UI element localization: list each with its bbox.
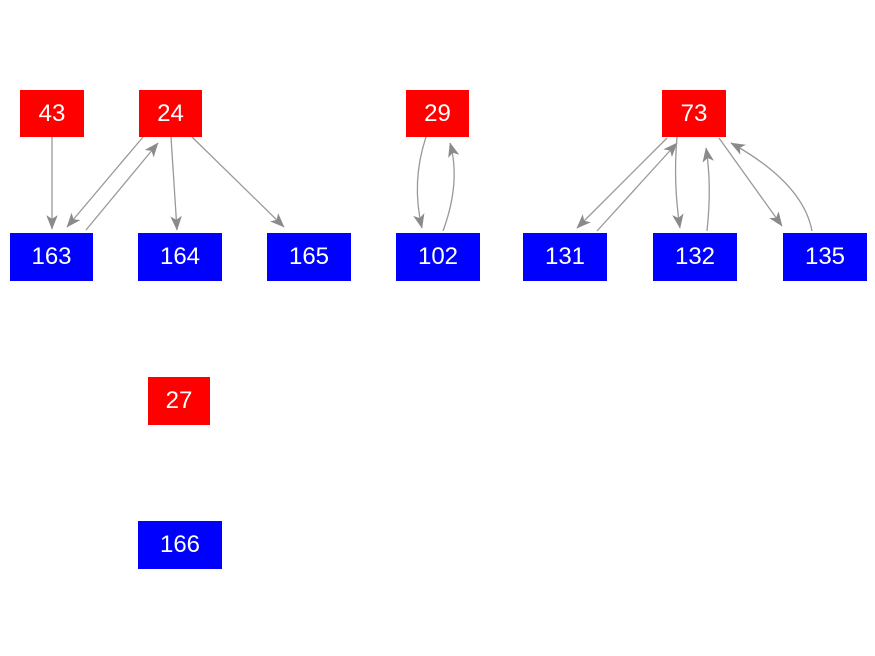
node-label: 24 xyxy=(157,99,184,127)
edge-24-163 xyxy=(66,136,144,228)
node-label: 29 xyxy=(424,99,451,127)
edge-24-164 xyxy=(170,136,182,231)
edge-132-73 xyxy=(702,147,714,232)
node-label: 131 xyxy=(544,243,586,270)
edge-163-24 xyxy=(85,142,159,231)
node-label: 43 xyxy=(38,99,66,127)
node-166[interactable]: 166 xyxy=(138,521,222,569)
edge-24-165 xyxy=(191,136,285,228)
node-165[interactable]: 165 xyxy=(267,233,351,281)
node-label: 102 xyxy=(417,243,459,270)
node-73[interactable]: 73 xyxy=(662,90,726,137)
node-label: 132 xyxy=(674,243,716,270)
edge-73-132 xyxy=(672,136,684,229)
node-164[interactable]: 164 xyxy=(138,233,222,281)
node-label: 166 xyxy=(159,531,201,558)
node-label: 73 xyxy=(680,99,708,127)
node-27[interactable]: 27 xyxy=(148,377,210,425)
node-102[interactable]: 102 xyxy=(396,233,480,281)
node-43[interactable]: 43 xyxy=(20,90,84,137)
node-135[interactable]: 135 xyxy=(783,233,867,281)
node-label: 165 xyxy=(288,243,330,270)
node-131[interactable]: 131 xyxy=(523,233,607,281)
edge-73-135 xyxy=(718,137,783,227)
edge-131-73 xyxy=(596,142,678,232)
node-163[interactable]: 163 xyxy=(10,233,93,281)
node-29[interactable]: 29 xyxy=(406,90,469,137)
edge-102-29 xyxy=(442,142,460,232)
node-label: 135 xyxy=(804,243,846,270)
edge-group xyxy=(46,136,813,232)
node-label: 164 xyxy=(159,243,201,270)
node-label: 27 xyxy=(165,387,193,414)
node-132[interactable]: 132 xyxy=(653,233,737,281)
edge-29-102 xyxy=(413,136,427,229)
edge-135-73 xyxy=(730,142,813,232)
edge-73-131 xyxy=(576,137,668,229)
node-24[interactable]: 24 xyxy=(139,90,202,137)
node-label: 163 xyxy=(31,243,72,270)
